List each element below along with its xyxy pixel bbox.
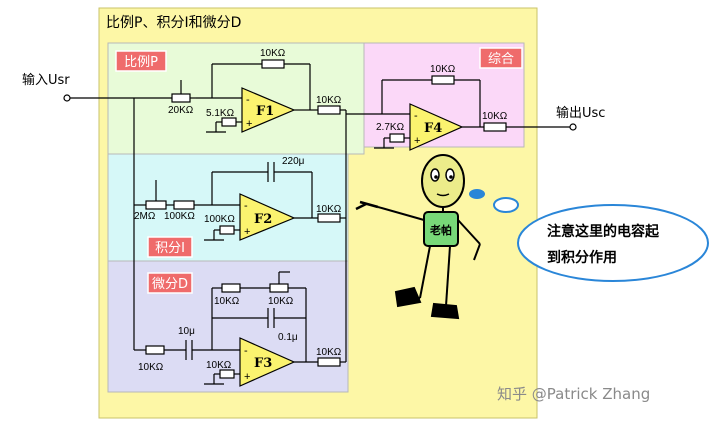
r-i-ground-label: 100KΩ [204,214,235,225]
amp-f2: - + F2 [239,193,296,241]
input-label: 输入Usr [22,72,70,88]
speech-bubble [517,204,709,282]
input-wire [63,94,172,350]
i-label: 积分I [147,236,193,258]
r-p-out-label: 10KΩ [316,95,342,106]
r-d-ground-label: 10KΩ [206,360,232,371]
r-p-feedback-label: 10KΩ [260,48,286,59]
watermark: 知乎 @Patrick Zhang [497,385,650,403]
r-d-in-label: 10KΩ [138,362,164,373]
output-label: 输出Usc [556,105,605,121]
r-sum-out-label: 10KΩ [482,111,508,122]
r-p-ground-label: 5.1KΩ [206,108,235,119]
svg-text:F1: F1 [256,104,274,119]
thought-dot-2 [493,197,519,213]
svg-text:综合: 综合 [488,52,514,67]
svg-text:F3: F3 [254,356,272,371]
svg-text:+: + [414,135,420,147]
r-i-pot-label: 2MΩ [134,211,156,222]
svg-text:+: + [244,226,250,238]
speech-line-2: 到积分作用 [547,249,617,266]
r-d-pot-label: 10KΩ [268,296,294,307]
sum-label: 综合 [479,47,523,69]
svg-text:F2: F2 [254,212,272,227]
p-label: 比例P [115,50,167,72]
c-d-feedback-label: 0.1μ [278,332,298,343]
svg-text:-: - [246,94,250,106]
p-stage-wiring [171,59,347,362]
sum-stage-wiring [346,75,577,149]
r-d-feedback-label: 10KΩ [214,296,240,307]
amp-f4: - + F4 [409,103,464,151]
svg-text:+: + [244,371,250,383]
r-sum-ground-label: 2.7KΩ [376,122,405,133]
r-p-pot-label: 20KΩ [168,105,194,116]
panel-title: 比例P、积分I和微分D [106,15,241,31]
r-i-out-label: 10KΩ [316,204,342,215]
amp-f1: - + F1 [241,87,296,133]
i-stage-wiring [134,162,346,241]
svg-text:F4: F4 [424,121,442,136]
svg-text:-: - [244,345,248,357]
svg-text:比例P: 比例P [124,55,158,70]
thought-dot-1 [469,189,485,199]
r-d-out-label: 10KΩ [316,347,342,358]
svg-text:-: - [414,110,418,122]
character-name: 老帕 [429,223,452,237]
svg-text:-: - [244,200,248,212]
svg-text:积分I: 积分I [155,241,185,256]
c-d-in-label: 10μ [178,326,195,337]
d-label: 微分D [147,272,193,294]
svg-text:+: + [246,118,252,130]
r-sum-feedback-label: 10KΩ [430,64,456,75]
character [355,154,481,320]
c-i-feedback-label: 220μ [282,156,305,167]
amp-f3: - + F3 [239,337,296,387]
d-stage-wiring [134,271,346,385]
speech-line-1: 注意这里的电容起 [547,223,660,240]
r-i-in-label: 100KΩ [164,211,195,222]
svg-text:微分D: 微分D [152,277,188,292]
